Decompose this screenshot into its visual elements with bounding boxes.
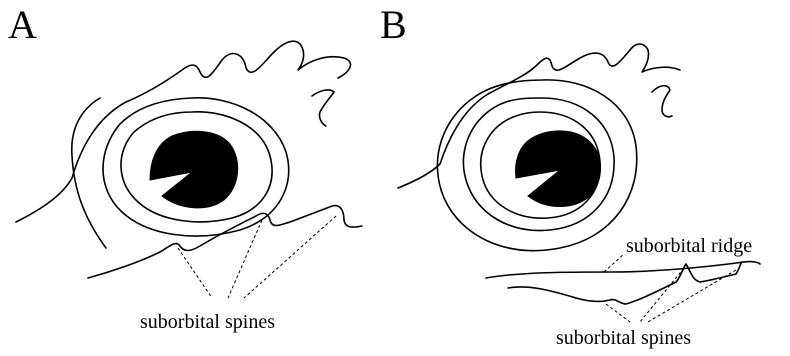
panel-b-pupil (516, 131, 601, 207)
panel-b-ridge-label: suborbital ridge (626, 235, 752, 257)
panel-b-spine-leader-1 (606, 304, 630, 322)
panel-a: A suborbital spines (8, 2, 362, 333)
panel-a-cheek-line (72, 98, 106, 248)
panel-a-pupil (150, 131, 238, 208)
panel-a-spine-leader-1 (178, 248, 212, 298)
panel-b: B suborbital ridge suborbital spines (380, 2, 760, 349)
panel-b-letter: B (380, 2, 407, 47)
panel-b-posterior-notch (652, 86, 672, 117)
panel-b-suborbital-ridge (486, 262, 760, 278)
panel-a-letter: A (8, 2, 37, 47)
panel-b-spine-leader-2 (640, 268, 684, 322)
panel-a-spine-leader-3 (244, 216, 336, 298)
panel-b-suborbital-spines-outline (508, 262, 742, 304)
panel-b-ridge-leader (604, 254, 624, 272)
panel-b-spines-label: suborbital spines (556, 327, 691, 349)
panel-a-suborbital-outline (88, 206, 362, 278)
panel-a-spines-label: suborbital spines (140, 311, 275, 333)
panel-a-posterior-notch (312, 90, 334, 126)
